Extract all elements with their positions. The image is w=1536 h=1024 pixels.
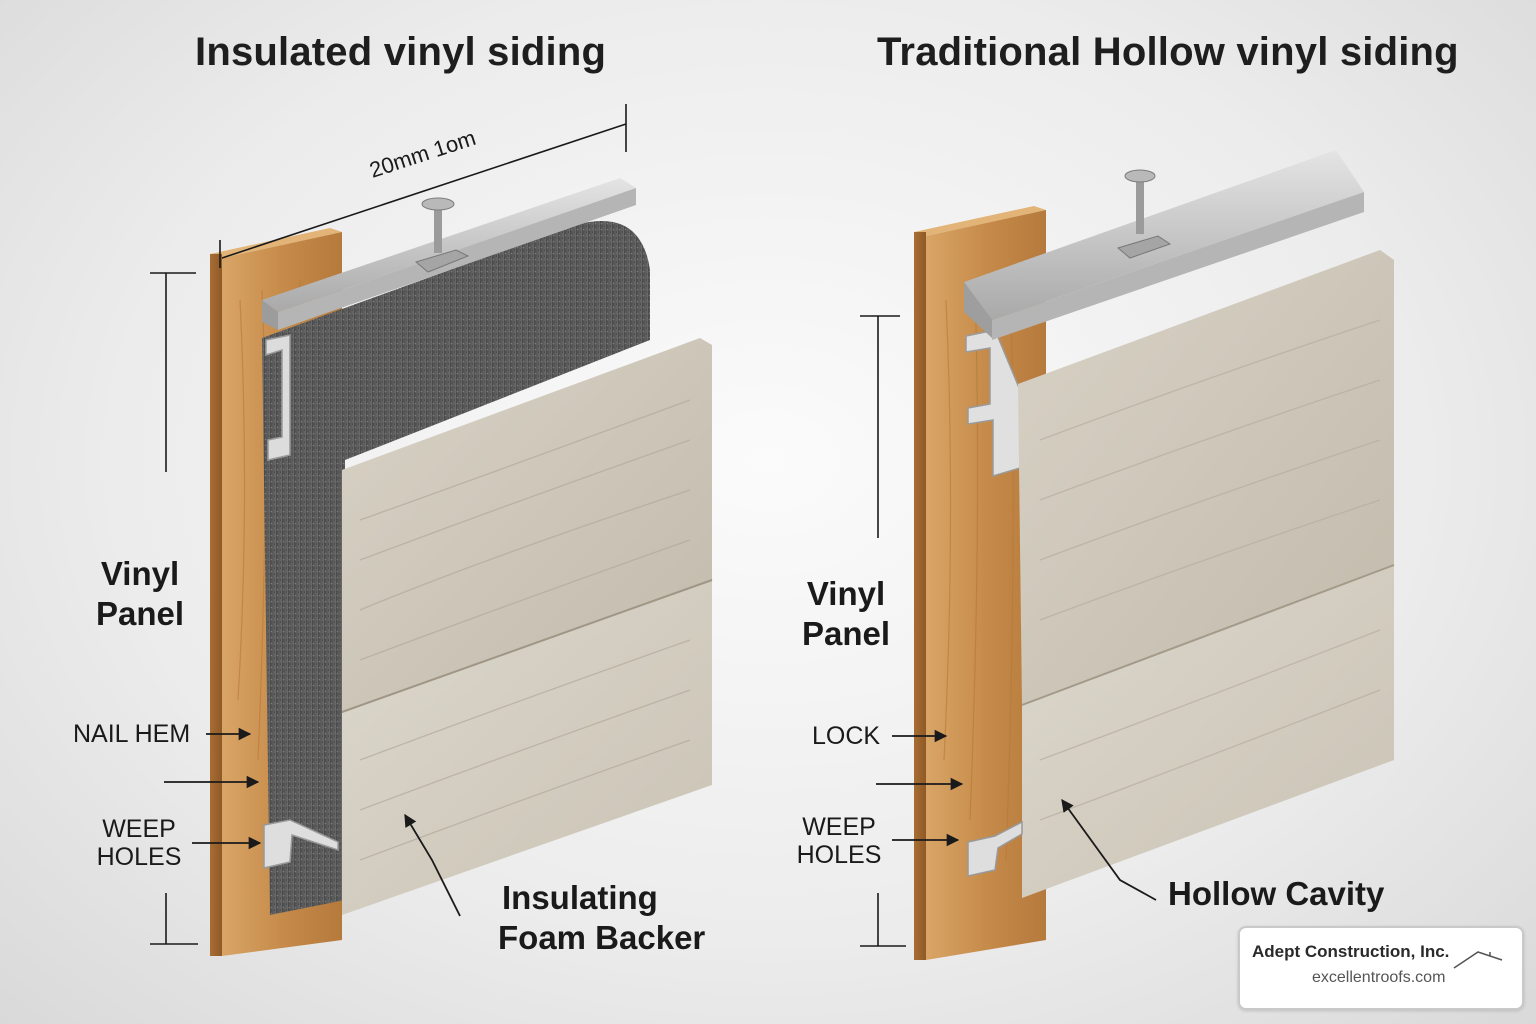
foam-backer <box>262 221 650 915</box>
lock-profile <box>965 329 1021 478</box>
weep-hole-profile-left <box>263 819 339 869</box>
company-name: Adept Construction, Inc. <box>1252 942 1450 961</box>
vinyl-board-lower <box>342 580 712 915</box>
title-insulated-siding: Insulated vinyl siding <box>195 30 607 74</box>
vinyl-board-upper-right <box>1018 250 1394 705</box>
vinyl-board-lower-right <box>1022 565 1394 898</box>
vinyl-panel-label-left: Vinyl Panel <box>95 555 185 632</box>
nail-right <box>1116 169 1172 259</box>
weep-holes-label-left: WEEP HOLES <box>96 815 182 871</box>
company-url: excellentroofs.com <box>1312 969 1446 986</box>
left-assembly <box>150 104 713 956</box>
lock-label: LOCK <box>812 722 881 750</box>
company-logo: Adept Construction, Inc. excellentroofs.… <box>1238 926 1524 1010</box>
nail-hem-label: NAIL HEM <box>73 720 191 748</box>
vinyl-board-upper <box>342 338 712 712</box>
hollow-cavity-label: Hollow Cavity <box>1168 875 1385 912</box>
weep-holes-label-right: WEEP HOLES <box>796 813 882 869</box>
vinyl-panel-label-right: Vinyl Panel <box>801 575 891 652</box>
top-rail-right <box>964 150 1364 340</box>
dimension-line <box>221 123 627 259</box>
title-hollow-siding: Traditional Hollow vinyl siding <box>877 30 1459 74</box>
right-assembly <box>860 150 1395 960</box>
nail-left <box>414 197 470 273</box>
roof-icon <box>1453 951 1503 969</box>
foam-backer-label: Insulating Foam Backer <box>498 879 706 956</box>
nail-hem-profile <box>265 334 291 461</box>
weep-hole-profile-right <box>967 820 1023 877</box>
